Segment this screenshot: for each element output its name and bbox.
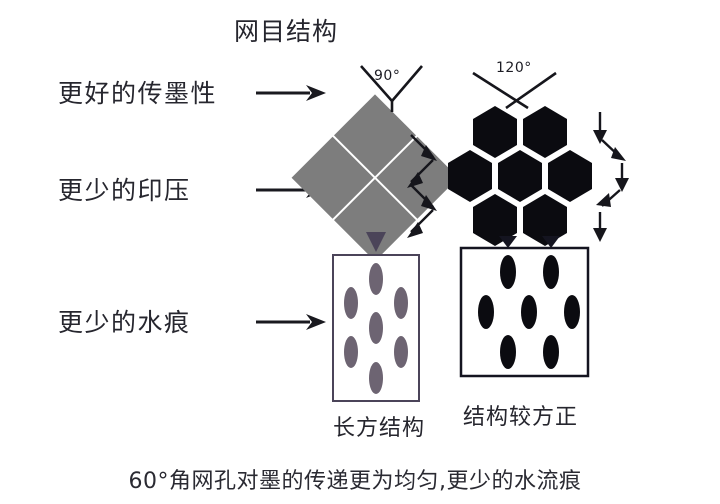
ink-dot bbox=[543, 335, 559, 369]
ink-dot bbox=[344, 287, 358, 319]
square-cell-box-dots bbox=[344, 263, 408, 394]
ink-dot bbox=[543, 255, 559, 289]
angle-label-90: 90° bbox=[374, 68, 400, 84]
square-grid-arrowheads bbox=[407, 145, 437, 238]
square-cell bbox=[376, 136, 459, 219]
hex-cell bbox=[473, 106, 517, 158]
ink-dot bbox=[369, 312, 383, 344]
hex-cell bbox=[498, 150, 542, 202]
hex-cell-box-dots bbox=[478, 255, 580, 369]
ink-dot bbox=[369, 362, 383, 394]
caption-hex-structure: 结构较方正 bbox=[463, 405, 579, 430]
hex-cell bbox=[523, 194, 567, 246]
hex-cell bbox=[473, 194, 517, 246]
ink-dot bbox=[478, 295, 494, 329]
square-cell-box bbox=[332, 254, 420, 402]
ink-dot bbox=[394, 287, 408, 319]
ink-dot bbox=[394, 336, 408, 368]
benefit-label-print-pressure: 更少的印压 bbox=[58, 176, 191, 205]
angle-marker-120: 120° bbox=[472, 60, 557, 110]
ink-dot bbox=[344, 336, 358, 368]
square-cell bbox=[333, 179, 417, 262]
benefit-label-ink-transfer: 更好的传墨性 bbox=[58, 79, 218, 108]
hex-box-connector-arrow bbox=[499, 236, 560, 248]
right-arrow-icon bbox=[256, 314, 326, 330]
square-grid-cluster bbox=[291, 94, 459, 262]
hex-cell-box bbox=[459, 246, 590, 378]
hex-grid-cluster bbox=[448, 106, 592, 246]
angle-label-120: 120° bbox=[496, 60, 532, 76]
ink-dot bbox=[564, 295, 580, 329]
hex-cell bbox=[448, 150, 492, 202]
square-box-connector-arrow bbox=[366, 232, 386, 252]
right-arrow-icon bbox=[256, 85, 326, 101]
ink-dot bbox=[500, 255, 516, 289]
page-title: 网目结构 bbox=[233, 17, 338, 46]
hex-grid-path-arrow bbox=[598, 112, 624, 234]
ink-dot bbox=[500, 335, 516, 369]
hex-grid-arrowheads bbox=[593, 130, 629, 242]
right-arrow-icon bbox=[256, 182, 326, 198]
square-cell bbox=[333, 94, 417, 177]
hex-cell bbox=[548, 150, 592, 202]
square-cell bbox=[291, 136, 374, 219]
hex-cell bbox=[523, 106, 567, 158]
ink-dot bbox=[521, 295, 537, 329]
benefit-label-water-marks: 更少的水痕 bbox=[58, 308, 191, 337]
caption-square-structure: 长方结构 bbox=[333, 416, 426, 441]
angle-marker-90: 90° bbox=[360, 65, 423, 112]
footer-note: 60°角网孔对墨的传递更为均匀,更少的水流痕 bbox=[128, 469, 582, 494]
square-grid-path-arrow bbox=[410, 134, 434, 233]
ink-dot bbox=[369, 263, 383, 295]
